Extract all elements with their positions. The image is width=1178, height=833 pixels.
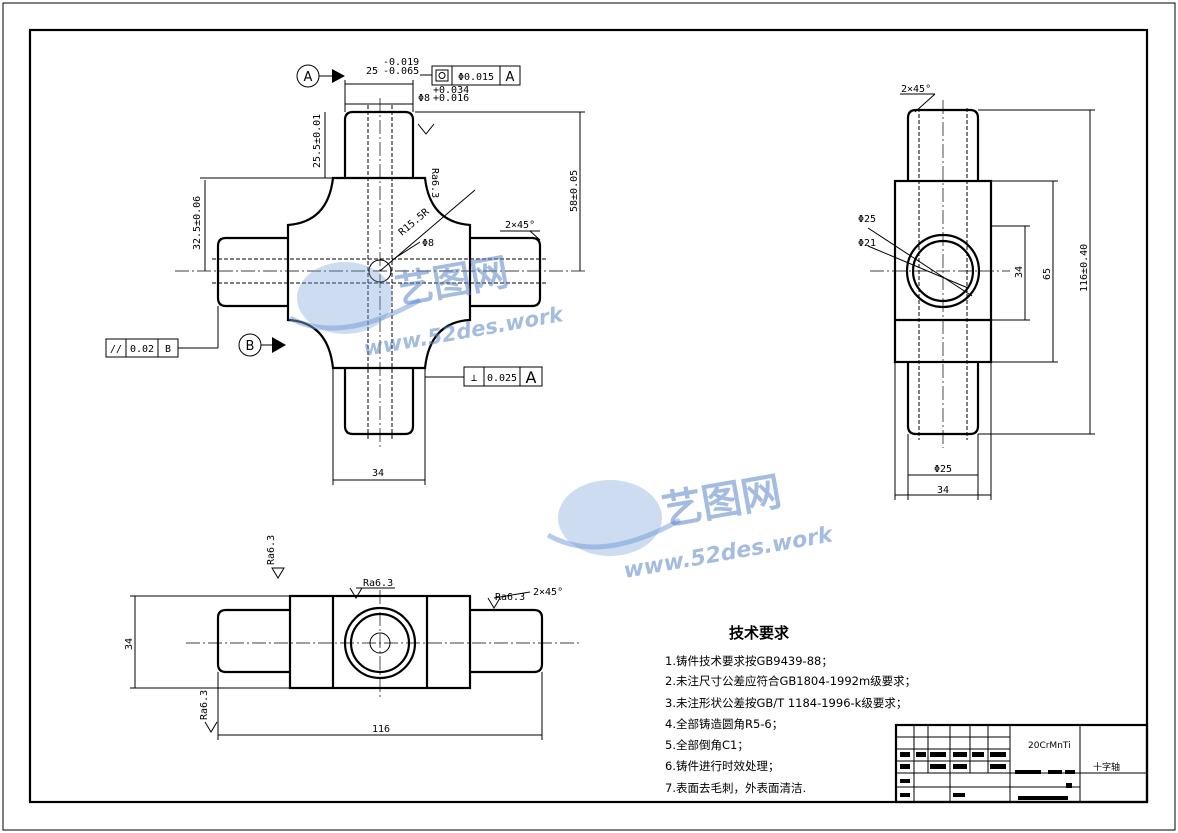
chamfer-side: 2×45° bbox=[901, 84, 931, 95]
dim-65-side: 65 bbox=[1042, 268, 1053, 280]
tech-req-item-3: 3.未注形状公差按GB/T 1184-1996-k级要求； bbox=[665, 696, 907, 710]
tech-req-item-1: 1.铸件技术要求按GB9439-88； bbox=[665, 654, 833, 668]
tech-req-item-7: 7.表面去毛刺，外表面清洁. bbox=[665, 781, 806, 795]
roughness-top-4: Ra6.3 bbox=[199, 690, 210, 720]
dim-pin-len: 25.5±0.01 bbox=[312, 114, 323, 168]
datum-b: B bbox=[238, 333, 286, 357]
fcf-parallel-value: 0.02 bbox=[130, 344, 154, 355]
part-name-label: 十字轴 bbox=[1093, 761, 1120, 773]
title-block: 20CrMnTi 十字轴 bbox=[894, 723, 1149, 804]
fcf-perp: ⊥ 0.025 A bbox=[425, 366, 543, 387]
tech-req-item-4: 4.全部铸造圆角R5-6； bbox=[665, 717, 783, 731]
length-top: 116 bbox=[372, 724, 390, 735]
fcf-parallel: // 0.02 B bbox=[105, 338, 218, 358]
datum-a-label: A bbox=[304, 70, 313, 85]
fcf-position: Φ0.015 A bbox=[420, 65, 521, 86]
fcf-position-value: Φ0.015 bbox=[458, 72, 494, 83]
watermark-2: 艺图网 www.52des.work bbox=[546, 469, 836, 584]
dim-25-tol-upper: -0.019 bbox=[383, 57, 419, 68]
roughness-top-1: Ra6.3 bbox=[266, 535, 277, 565]
tech-req-title: 技术要求 bbox=[729, 624, 790, 642]
dim-25: 25 bbox=[366, 66, 378, 77]
roughness-front: Ra6.3 bbox=[429, 168, 440, 198]
material-label: 20CrMnTi bbox=[1028, 741, 1071, 751]
inner-border bbox=[28, 28, 1149, 804]
fcf-perp-value: 0.025 bbox=[487, 373, 517, 384]
chamfer-front: 2×45° bbox=[505, 220, 535, 231]
dim-pin-dia: Φ8 bbox=[418, 93, 430, 104]
fcf-perp-datum: A bbox=[526, 368, 537, 387]
tech-req-item-5: 5.全部倒角C1； bbox=[665, 738, 749, 752]
fillet-label: R15.5R bbox=[397, 206, 432, 238]
dim-34-side: 34 bbox=[1014, 266, 1025, 278]
datum-a: A bbox=[296, 64, 345, 88]
side-view bbox=[867, 93, 1095, 500]
watermark-globe-icon bbox=[297, 262, 393, 334]
tech-req-item-6: 6.铸件进行时效处理； bbox=[665, 759, 779, 773]
top-view bbox=[130, 567, 580, 740]
datum-b-label: B bbox=[246, 339, 255, 354]
dim-pin-dia-tol-upper: +0.034 bbox=[433, 85, 469, 96]
width-side: 34 bbox=[937, 485, 949, 496]
dia-bottom: Φ25 bbox=[934, 464, 952, 475]
hole-label: Φ8 bbox=[422, 238, 434, 249]
tech-req-item-2: 2.未注尺寸公差应符合GB1804-1992m级要求； bbox=[665, 674, 916, 688]
front-view bbox=[175, 80, 585, 485]
dia-inner: Φ21 bbox=[858, 238, 876, 249]
fcf-position-datum: A bbox=[506, 70, 515, 85]
dim-25-tol-lower: -0.065 bbox=[383, 66, 419, 77]
dim-pin-dia-tol-lower: +0.016 bbox=[433, 93, 469, 104]
dim-left: 32.5±0.06 bbox=[192, 196, 203, 250]
roughness-top-3: Ra6.3 bbox=[495, 592, 525, 603]
width-front: 34 bbox=[372, 468, 384, 479]
fcf-parallel-symbol: // bbox=[110, 344, 122, 355]
tech-requirements: 技术要求 1.铸件技术要求按GB9439-88； 2.未注尺寸公差应符合GB18… bbox=[665, 624, 916, 795]
fcf-parallel-datum: B bbox=[165, 344, 171, 355]
watermark-globe-icon bbox=[558, 480, 662, 556]
roughness-top-2: Ra6.3 bbox=[363, 578, 393, 589]
fcf-perp-symbol: ⊥ bbox=[471, 373, 477, 384]
watermark-brand-2: 艺图网 bbox=[659, 469, 785, 535]
chamfer-top: 2×45° bbox=[533, 587, 563, 598]
dia-outer: Φ25 bbox=[858, 214, 876, 225]
dim-height: 58±0.05 bbox=[569, 170, 580, 212]
dim-116-side: 116±0.40 bbox=[1079, 244, 1090, 292]
watermark-brand-1: 艺图网 bbox=[392, 250, 512, 313]
height-top: 34 bbox=[124, 638, 135, 650]
